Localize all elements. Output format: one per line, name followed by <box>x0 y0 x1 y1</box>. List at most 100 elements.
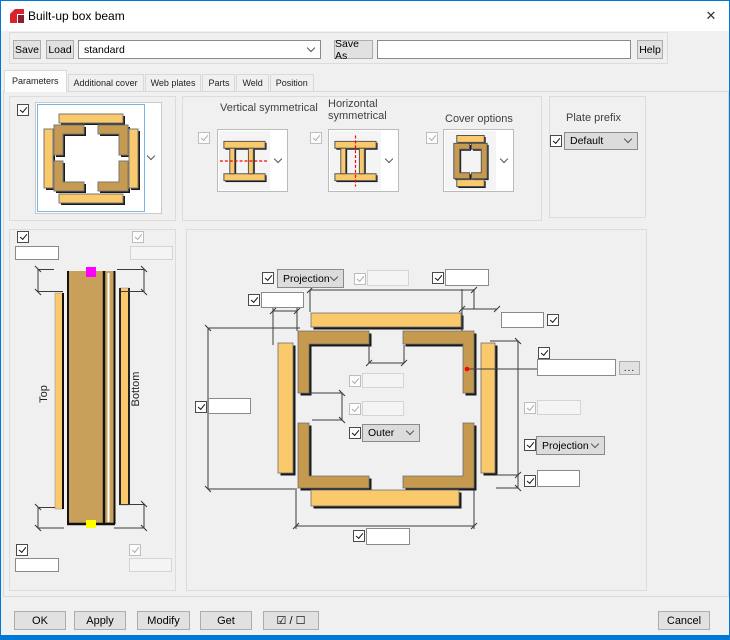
chevron-down-icon <box>405 426 415 436</box>
profile-type-selected <box>37 104 145 212</box>
chevron-down-icon <box>306 43 316 52</box>
profile-type-picker[interactable] <box>35 102 162 214</box>
app-icon <box>10 9 24 23</box>
chevron-down-icon <box>590 439 600 448</box>
part-name-checkbox[interactable] <box>538 347 550 359</box>
profile-toolbar-group <box>9 32 668 64</box>
cover-section-drawing <box>453 134 489 188</box>
outer-checkbox[interactable] <box>349 427 361 439</box>
elevation-bottom-label: Bottom <box>130 371 142 407</box>
vertical-symmetrical-picker[interactable] <box>217 129 288 192</box>
profile-combobox-value: standard <box>84 43 125 56</box>
double-web-section-drawing <box>334 135 378 186</box>
plate-prefix-value: Default <box>570 135 604 147</box>
cross-section-group <box>186 229 647 591</box>
vertical-symmetrical-label: Vertical symmetrical <box>220 102 318 114</box>
top-aux-checkbox <box>354 273 366 285</box>
close-icon[interactable]: ✕ <box>705 7 717 23</box>
tab-weld[interactable]: Weld <box>236 74 269 92</box>
toggle-all-checkboxes-button[interactable]: ☑ / ☐ <box>263 611 319 630</box>
tab-parameters[interactable]: Parameters <box>4 70 67 92</box>
save-as-input[interactable] <box>377 40 631 59</box>
right-bottom-checkbox[interactable] <box>524 475 536 487</box>
elevation-bottom-checkbox[interactable] <box>16 544 28 556</box>
help-button[interactable]: Help <box>637 40 663 59</box>
left-side-checkbox[interactable] <box>195 401 207 413</box>
tab-additional-cover[interactable]: Additional cover <box>67 74 144 92</box>
tab-parts[interactable]: Parts <box>202 74 236 92</box>
chevron-down-icon <box>384 154 394 163</box>
plate-prefix-checkbox[interactable] <box>550 135 562 147</box>
part-name-field[interactable] <box>537 359 616 376</box>
elevation-bottom-aux-field <box>129 558 172 572</box>
load-button[interactable]: Load <box>46 40 74 59</box>
vertical-symmetrical-image <box>219 131 270 190</box>
elevation-bottom-field[interactable] <box>15 558 59 572</box>
save-button[interactable]: Save <box>13 40 41 59</box>
cross-section-drawing <box>204 286 537 530</box>
profile-preview-group <box>9 96 176 221</box>
plate-offset-field[interactable] <box>501 312 544 328</box>
right-projection-combobox[interactable]: Projection <box>536 436 605 455</box>
top-right-checkbox[interactable] <box>432 272 444 284</box>
tab-strip: Parameters Additional cover Web plates P… <box>4 69 315 92</box>
tab-web-plates[interactable]: Web plates <box>144 74 202 92</box>
plate-prefix-combobox[interactable]: Default <box>564 132 638 150</box>
outer-combobox[interactable]: Outer <box>362 424 420 442</box>
title-bar: Built-up box beam ✕ <box>1 1 729 31</box>
top-left-field[interactable] <box>261 292 304 308</box>
top-projection-combobox[interactable]: Projection <box>277 269 344 288</box>
right-bottom-field[interactable] <box>537 470 580 487</box>
apply-button[interactable]: Apply <box>74 611 126 630</box>
chevron-down-icon <box>499 154 509 163</box>
profile-combobox[interactable]: standard <box>78 40 321 59</box>
profile-preview-checkbox[interactable] <box>17 104 29 116</box>
top-right-field[interactable] <box>445 269 489 286</box>
elevation-bottom-aux-checkbox <box>129 544 141 556</box>
beam-elevation-drawing <box>34 265 148 532</box>
cover-options-checkbox <box>426 132 438 144</box>
chevron-down-icon <box>623 134 633 144</box>
outer-value: Outer <box>368 427 395 439</box>
double-web-section-drawing <box>219 140 270 182</box>
pick-point-dot <box>464 366 470 372</box>
plate-offset-checkbox[interactable] <box>547 314 559 326</box>
elevation-top-checkbox[interactable] <box>17 231 29 243</box>
top-projection-value: Projection <box>283 272 330 285</box>
get-button[interactable]: Get <box>200 611 252 630</box>
symmetry-options-group <box>182 96 542 221</box>
vertical-symmetrical-checkbox <box>198 132 210 144</box>
bottom-width-field[interactable] <box>366 528 410 545</box>
browse-button[interactable]: ... <box>619 361 640 375</box>
cover-options-label: Cover options <box>445 113 513 125</box>
elevation-top-field[interactable] <box>15 246 59 260</box>
inner-checkbox-1 <box>349 375 361 387</box>
chevron-down-icon <box>146 151 156 161</box>
cancel-button[interactable]: Cancel <box>658 611 710 630</box>
beam-elevation-group <box>9 229 176 591</box>
left-side-field[interactable] <box>208 398 251 414</box>
save-as-button[interactable]: Save As <box>334 38 373 62</box>
modify-button[interactable]: Modify <box>137 611 190 630</box>
horizontal-symmetrical-label-2: symmetrical <box>328 110 387 122</box>
cover-options-picker[interactable] <box>443 129 514 192</box>
right-aux-checkbox <box>524 402 536 414</box>
window-title: Built-up box beam <box>28 9 125 23</box>
horizontal-symmetrical-picker[interactable] <box>328 129 399 192</box>
chevron-down-icon <box>329 272 339 281</box>
bottom-width-checkbox[interactable] <box>353 530 365 542</box>
right-aux-field <box>537 400 581 415</box>
top-left-checkbox[interactable] <box>248 294 260 306</box>
ok-button[interactable]: OK <box>14 611 66 630</box>
right-projection-checkbox[interactable] <box>524 439 536 451</box>
cover-options-image <box>445 131 496 190</box>
horizontal-symmetrical-image <box>330 131 381 190</box>
chevron-down-icon <box>273 154 283 163</box>
top-projection-checkbox[interactable] <box>262 272 274 284</box>
inner-field-2 <box>362 401 404 416</box>
right-projection-value: Projection <box>542 439 589 452</box>
horizontal-symmetrical-checkbox <box>310 132 322 144</box>
elevation-top-aux-field <box>130 246 173 260</box>
tab-position[interactable]: Position <box>269 74 314 92</box>
